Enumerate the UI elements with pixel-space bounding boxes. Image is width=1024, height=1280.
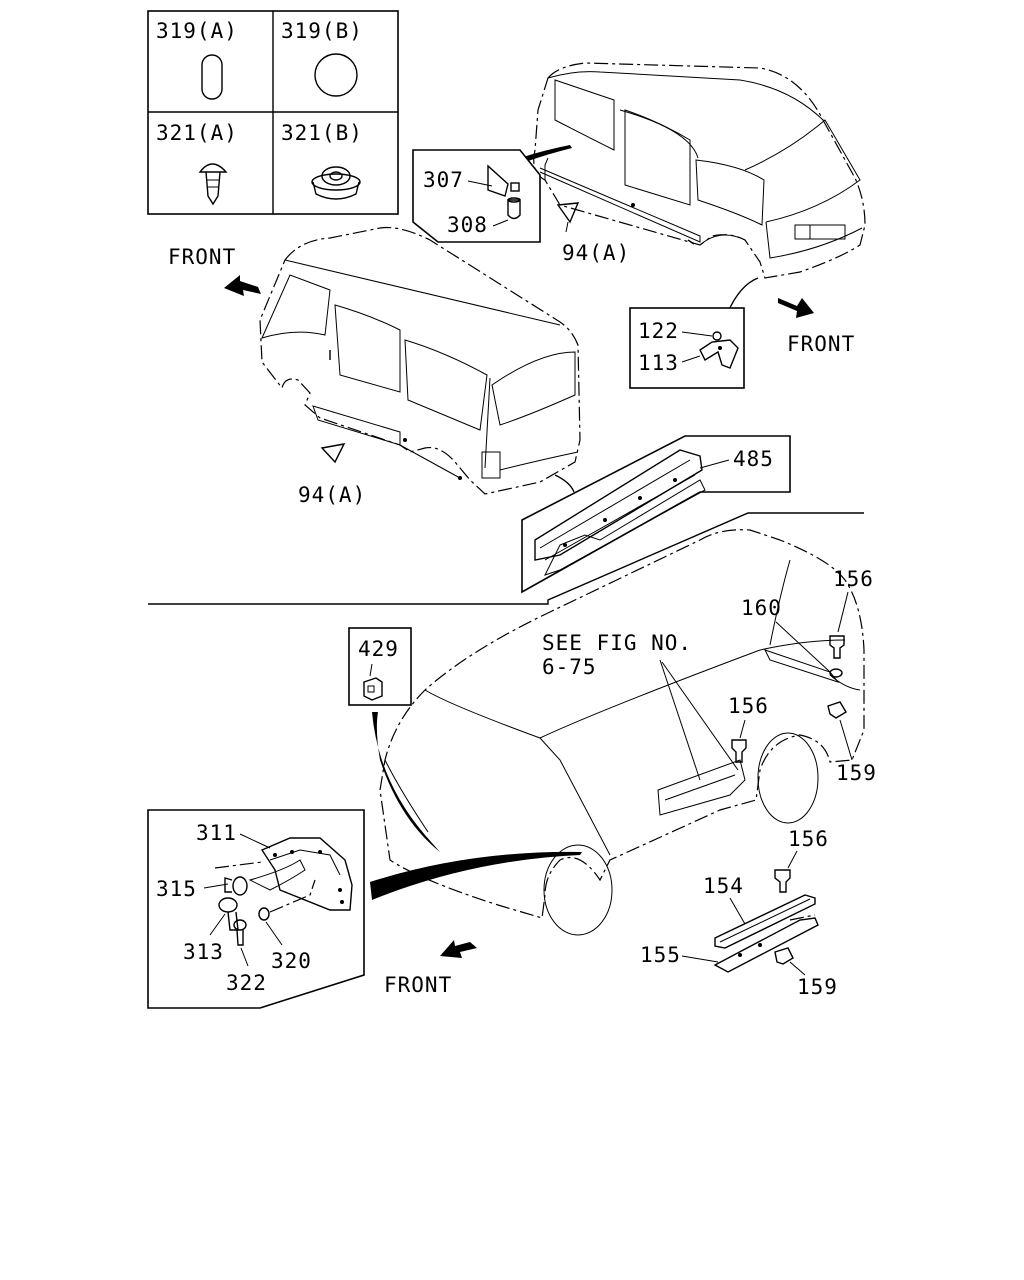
part-156-mid-label: 156: [728, 694, 769, 718]
part-322-label: 322: [226, 971, 267, 995]
oval-plug-icon: [201, 54, 223, 100]
washer-160-icon: [829, 668, 843, 678]
step-parts-group: 156 154 155 159: [640, 827, 838, 999]
push-clip-icon: [198, 163, 228, 206]
part-315-label: 315: [156, 877, 197, 901]
nut-159-bottom-icon: [774, 947, 794, 965]
front-arrow-right-icon: [778, 298, 814, 318]
legend-321b-label: 321(B): [281, 121, 363, 145]
part-154-label: 154: [703, 874, 744, 898]
legend-319b-label: 319(B): [281, 19, 363, 43]
callout-307-308: 307 308 94(A): [412, 149, 630, 265]
screw-156-top-icon: [829, 635, 845, 659]
legend-319a-label: 319(A): [156, 19, 238, 43]
part-156-top-label: 156: [833, 567, 874, 591]
see-fig-line1: SEE FIG NO.: [542, 631, 692, 655]
part-308-label: 308: [447, 213, 488, 237]
front-arrow-bottom-icon: [440, 940, 477, 958]
clip-94a-middle-icon: [320, 443, 346, 464]
round-plug-icon: [314, 53, 358, 97]
van-front-view: FRONT: [523, 62, 866, 356]
screw-156-bottom-icon: [774, 869, 791, 893]
front-label-right: FRONT: [787, 332, 855, 356]
part-113-label: 113: [638, 351, 679, 375]
grommet-icon: [311, 166, 361, 200]
part-485-label: 485: [733, 447, 774, 471]
legend-321a-label: 321(A): [156, 121, 238, 145]
part-160-label: 160: [741, 596, 782, 620]
callout-311-group: 311 315 313 322 320: [147, 809, 365, 1009]
van-lower-view: SEE FIG NO. 6-75 156 160 159 156 FRONT: [370, 529, 877, 997]
van-rear-view: FRONT 94(A): [168, 226, 581, 507]
front-arrow-left-icon: [224, 275, 261, 296]
part-156-bottom-label: 156: [788, 827, 829, 851]
screw-322-icon: [233, 919, 247, 946]
part-155-label: 155: [640, 943, 681, 967]
callout-429: 429: [348, 627, 412, 706]
see-fig-line2: 6-75: [542, 655, 597, 679]
part-159-top-label: 159: [836, 761, 877, 785]
part-307-label: 307: [423, 168, 464, 192]
part-429-label: 429: [358, 637, 399, 661]
part-311-label: 311: [196, 821, 237, 845]
part-94a-top-label: 94(A): [562, 241, 630, 265]
bolt-315-icon: [224, 876, 248, 896]
front-label-bottom: FRONT: [384, 973, 452, 997]
section-divider: [148, 512, 864, 605]
callout-485: 485: [521, 435, 791, 594]
screw-156-mid-icon: [731, 739, 747, 763]
front-label-left: FRONT: [168, 245, 236, 269]
part-94a-middle-label: 94(A): [298, 483, 366, 507]
part-313-label: 313: [183, 940, 224, 964]
part-122-label: 122: [638, 319, 679, 343]
callout-122-113: 122 113: [629, 307, 745, 389]
part-320-label: 320: [271, 949, 312, 973]
washer-320-icon: [258, 907, 270, 921]
nut-159-top-icon: [827, 701, 847, 719]
clip-94a-top-icon: [556, 202, 580, 233]
legend-table: 319(A) 319(B) 321(A) 321(B): [147, 10, 399, 215]
part-159-bottom-label: 159: [797, 975, 838, 999]
